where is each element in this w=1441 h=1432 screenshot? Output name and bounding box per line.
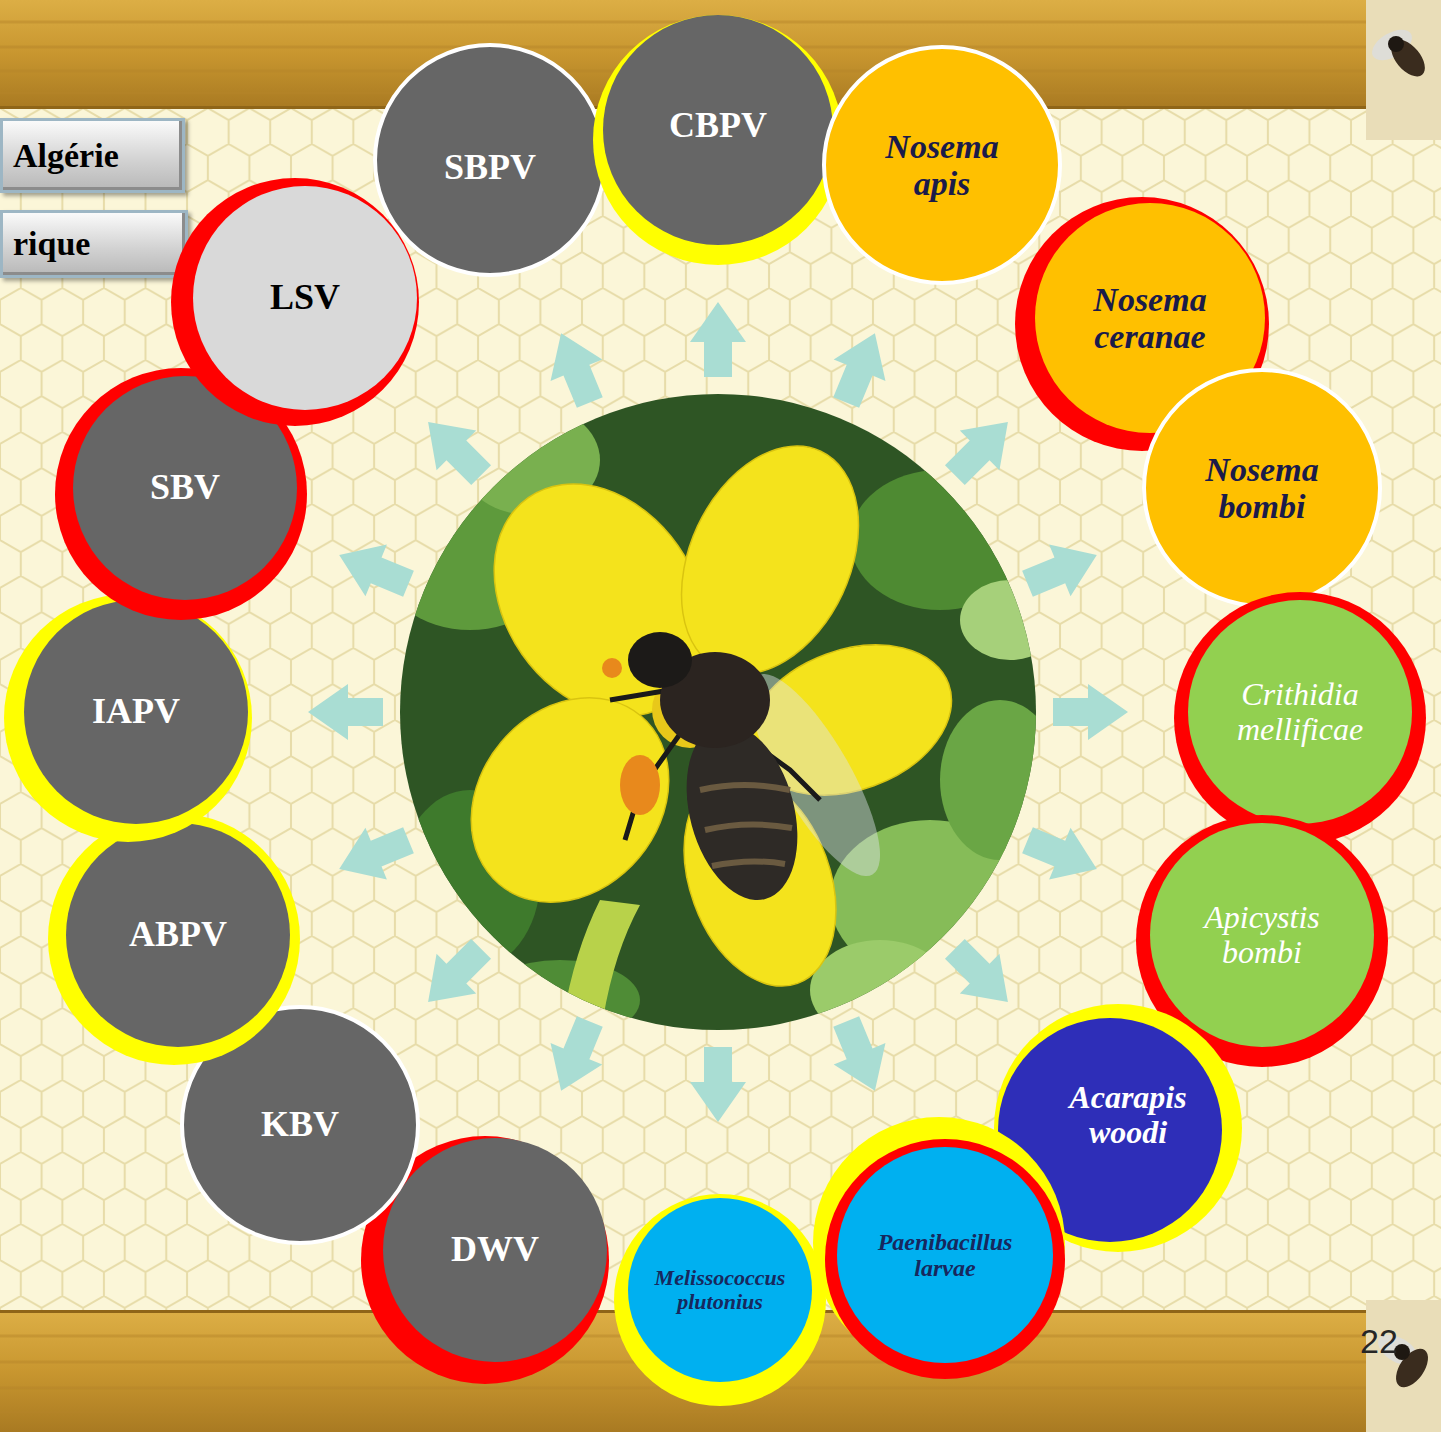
- pathogen-name: SBPV: [400, 148, 580, 188]
- radial-arrows: [308, 302, 1128, 1122]
- circle-fill: [1144, 370, 1380, 606]
- circle-fill: [375, 45, 605, 275]
- presence-ring: [1174, 592, 1426, 844]
- pathogen-circle: LSV: [161, 154, 449, 442]
- circle-fill: [1188, 600, 1412, 824]
- legend-text: Algérie: [3, 137, 119, 174]
- corner-bee-photo: [1366, 1300, 1441, 1432]
- legend-button: Algérie: [0, 118, 185, 193]
- pathogen-name: SBV: [95, 468, 275, 508]
- pathogen-circle: Nosema bombi: [1112, 338, 1412, 638]
- presence-ring: [4, 594, 252, 842]
- circle-fill: [1150, 823, 1374, 1047]
- corner-bee-photo: [1366, 0, 1441, 140]
- pathogen-name: Nosema ceranae: [1070, 281, 1230, 356]
- pathogen-circle: Paenibacillus larvae: [805, 1115, 1085, 1395]
- legend-button: rique: [0, 210, 188, 278]
- pathogen-circle: CBPV: [571, 0, 865, 277]
- page-number: 22: [1360, 1322, 1398, 1361]
- pathogen-name: IAPV: [46, 692, 226, 732]
- pathogen-name: Crithidia mellificae: [1210, 677, 1390, 747]
- pathogen-name: Nosema apis: [867, 128, 1017, 203]
- pathogen-circle: Melissococcus plutonius: [596, 1166, 844, 1414]
- circle-fill: [824, 47, 1060, 283]
- circle-fill: [66, 823, 290, 1047]
- pathogen-circle: ABPV: [34, 791, 322, 1079]
- pathogen-name: KBV: [210, 1105, 390, 1145]
- circle-fill: [383, 1138, 607, 1362]
- presence-ring: [614, 1194, 826, 1406]
- pathogen-name: Melissococcus plutonius: [638, 1266, 803, 1314]
- pathogen-name: LSV: [215, 278, 395, 318]
- pathogen-name: DWV: [405, 1230, 585, 1270]
- circle-fill: [24, 600, 248, 824]
- circle-fill: [628, 1198, 812, 1382]
- presence-ring: [593, 15, 843, 265]
- pathogen-circle: Crithidia mellificae: [1156, 568, 1441, 856]
- presence-ring: [171, 178, 419, 426]
- pathogen-name: Nosema bombi: [1187, 451, 1337, 526]
- pathogen-name: Acarapis woodi: [1048, 1080, 1208, 1150]
- bee-on-flower-photo: [380, 392, 1060, 1040]
- legend-text: rique: [3, 225, 90, 262]
- presence-ring: [48, 813, 300, 1065]
- pathogen-name: Apicystis bombi: [1172, 900, 1352, 970]
- circle-fill: [603, 15, 833, 245]
- circle-fill: [837, 1147, 1053, 1363]
- pathogen-name: Paenibacillus larvae: [858, 1229, 1033, 1282]
- circle-fill: [193, 186, 417, 410]
- pathogen-name: CBPV: [628, 106, 808, 146]
- pathogen-name: ABPV: [88, 915, 268, 955]
- presence-ring: [825, 1139, 1065, 1379]
